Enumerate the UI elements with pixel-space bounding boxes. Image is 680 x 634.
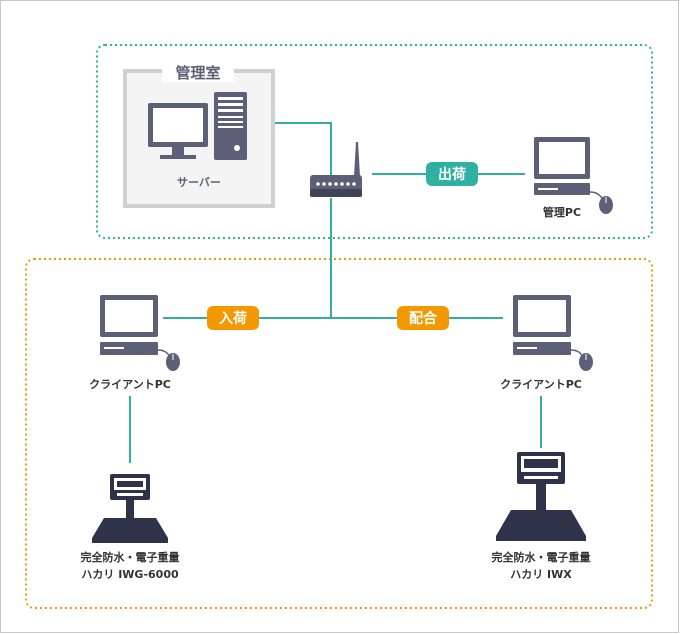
server-router-line	[254, 122, 332, 175]
scale-left-label-line2: ハカリ IWG-6000	[81, 568, 179, 581]
admin-pc-label: 管理PC	[543, 205, 581, 219]
scale-left-icon	[92, 474, 168, 543]
client-pc-right-label: クライアントPC	[500, 378, 582, 391]
receiving-link-label: 入荷	[207, 306, 259, 330]
scale-right-icon	[496, 452, 586, 541]
client-zone	[25, 258, 653, 609]
shipping-link-label: 出荷	[426, 162, 478, 186]
blending-link-label: 配合	[397, 306, 449, 330]
server-room: 管理室 サーバー	[123, 62, 275, 208]
scale-left-label-line1: 完全防水・電子重量	[81, 550, 180, 564]
scale-right-label-line1: 完全防水・電子重量	[492, 550, 591, 564]
svg-text:入荷: 入荷	[219, 310, 247, 327]
server-tower-icon	[214, 92, 247, 160]
management-zone	[96, 44, 653, 239]
server-room-title: 管理室	[175, 64, 220, 82]
scale-right-label-line2: ハカリ IWX	[510, 568, 572, 581]
server-label: サーバー	[177, 176, 221, 189]
client-pc-right-icon	[513, 295, 593, 371]
admin-pc-icon	[534, 137, 613, 214]
router-icon	[310, 142, 362, 197]
client-pc-left-label: クライアントPC	[89, 378, 171, 391]
server-monitor-icon	[148, 103, 208, 159]
client-pc-left-icon	[100, 295, 180, 371]
svg-text:出荷: 出荷	[438, 166, 466, 183]
svg-text:配合: 配合	[409, 310, 438, 327]
